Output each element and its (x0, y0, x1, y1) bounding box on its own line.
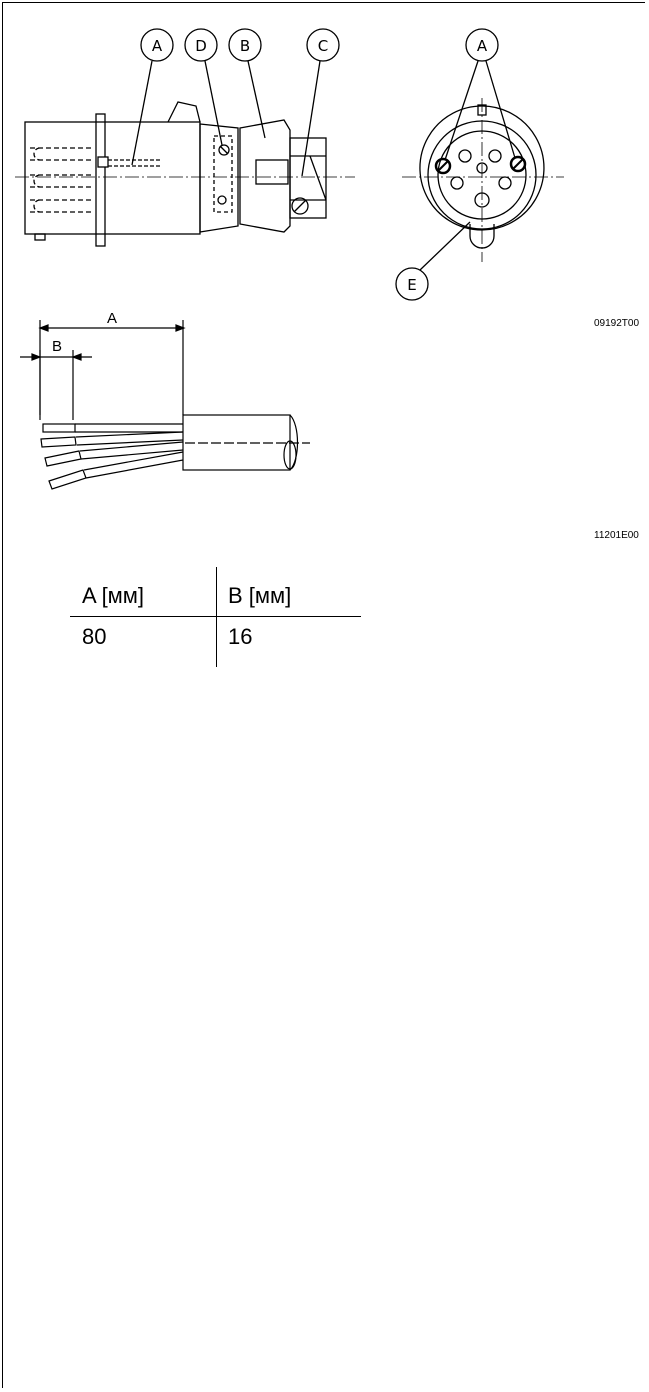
callout-d: D (195, 37, 207, 55)
table-cell-b: 16 (228, 624, 253, 649)
dimension-b-label: B (52, 338, 62, 355)
callout-c: C (318, 37, 328, 55)
table-header-b: B [мм] (228, 583, 292, 608)
table-cell-a: 80 (82, 624, 107, 649)
table-header-rule (70, 616, 361, 617)
cable-stripping-drawing: A B (20, 310, 310, 490)
callout-e: E (407, 276, 416, 294)
callout-a-side: A (152, 37, 163, 55)
table-column-rule (216, 567, 217, 667)
callout-a-front: A (477, 37, 488, 55)
figure-code-1: 09192T00 (594, 318, 640, 329)
figure-code-2: 11201E00 (594, 530, 639, 541)
dimension-a-label: A (107, 310, 117, 327)
connector-drawing: A D B C A E (15, 28, 564, 301)
table-header-a: A [мм] (82, 583, 145, 608)
callout-b: B (240, 37, 250, 55)
